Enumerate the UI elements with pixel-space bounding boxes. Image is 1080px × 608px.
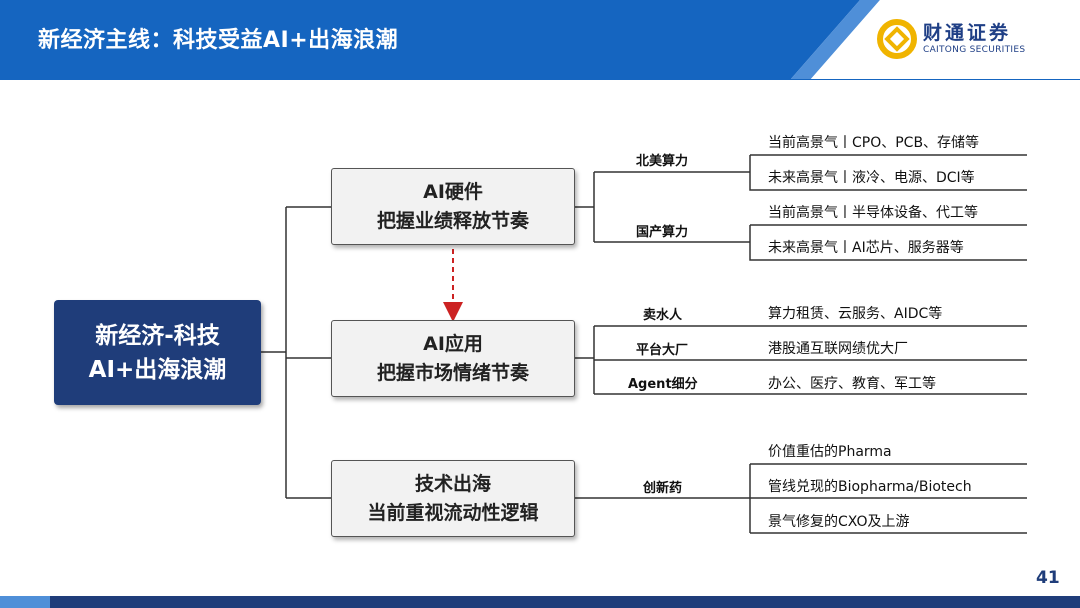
leaf-item: 当前高景气丨半导体设备、代工等 (768, 205, 978, 221)
logo-text-cn: 财通证券 (923, 22, 1012, 44)
root-line-2: AI+出海浪潮 (88, 356, 227, 383)
leaf-item: 港股通互联网绩优大厂 (768, 341, 908, 357)
leaf-item: 未来高景气丨AI芯片、服务器等 (768, 240, 964, 256)
header-banner: 新经济主线：科技受益AI+出海浪潮 财通证券 CAITONG SECURITIE… (0, 0, 1080, 80)
page-number: 41 (1036, 568, 1060, 588)
page-title: 新经济主线：科技受益AI+出海浪潮 (38, 28, 399, 53)
node-ai-hardware-subtitle: 把握业绩释放节奏 (376, 209, 529, 232)
category-innovative-drugs: 创新药 (643, 481, 683, 496)
node-ai-hardware-title: AI硬件 (423, 180, 483, 203)
node-tech-overseas-subtitle: 当前重视流动性逻辑 (367, 501, 539, 524)
category-platform-giants: 平台大厂 (636, 343, 689, 358)
node-ai-application-title: AI应用 (423, 332, 483, 355)
logo-icon (877, 19, 917, 59)
leaf-item: 当前高景气丨CPO、PCB、存储等 (768, 135, 980, 151)
header-background (0, 0, 1080, 80)
node-tech-overseas: 技术出海 当前重视流动性逻辑 (331, 460, 575, 537)
category-domestic-compute: 国产算力 (636, 225, 689, 240)
node-tech-overseas-title: 技术出海 (414, 472, 491, 495)
leaf-item: 管线兑现的Biopharma/Biotech (768, 479, 972, 495)
leaf-item: 算力租赁、云服务、AIDC等 (768, 306, 943, 322)
logo-text-en: CAITONG SECURITIES (923, 45, 1026, 55)
company-logo: 财通证券 CAITONG SECURITIES (876, 18, 1046, 62)
category-picks-and-shovels: 卖水人 (643, 308, 683, 323)
leaf-item: 价值重估的Pharma (768, 444, 892, 460)
leaf-item: 景气修复的CXO及上游 (768, 514, 910, 530)
root-line-1: 新经济-科技 (95, 322, 220, 349)
leaf-item: 未来高景气丨液冷、电源、DCI等 (768, 170, 975, 186)
node-ai-hardware: AI硬件 把握业绩释放节奏 (331, 168, 575, 245)
category-agent-niche: Agent细分 (628, 377, 698, 392)
category-na-compute: 北美算力 (636, 154, 689, 169)
root-node: 新经济-科技 AI+出海浪潮 (54, 300, 261, 405)
node-ai-application-subtitle: 把握市场情绪节奏 (376, 361, 529, 384)
leaf-item: 办公、医疗、教育、军工等 (768, 376, 936, 392)
node-ai-application: AI应用 把握市场情绪节奏 (331, 320, 575, 397)
footer-bar (0, 596, 1080, 608)
